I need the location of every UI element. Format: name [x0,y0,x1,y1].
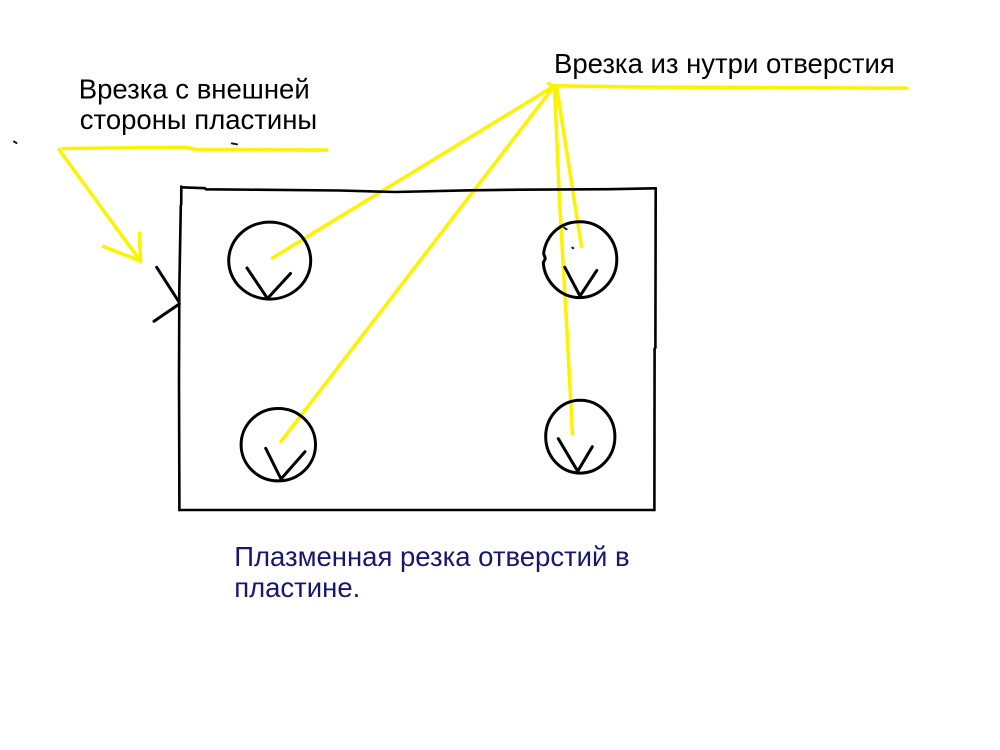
svg-text:Врезка из нутри отверстия: Врезка из нутри отверстия [554,48,895,79]
svg-text:Плазменная резка отверстий в: Плазменная резка отверстий в [234,541,629,572]
svg-text:пластине.: пластине. [234,572,360,603]
svg-text:Врезка с внешней: Врезка с внешней [79,74,310,105]
svg-text:стороны пластины: стороны пластины [80,104,317,135]
